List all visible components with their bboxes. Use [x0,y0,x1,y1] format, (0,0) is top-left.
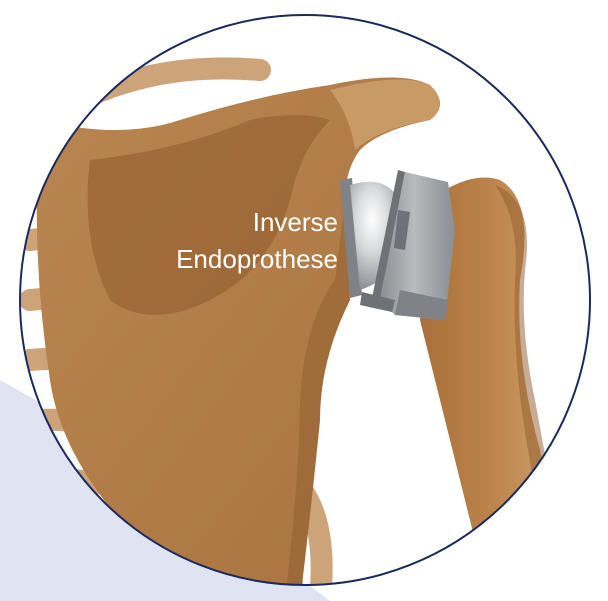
label-line-inverse: Inverse [253,207,338,237]
label-line-endoprothese: Endoprothese [176,244,338,274]
